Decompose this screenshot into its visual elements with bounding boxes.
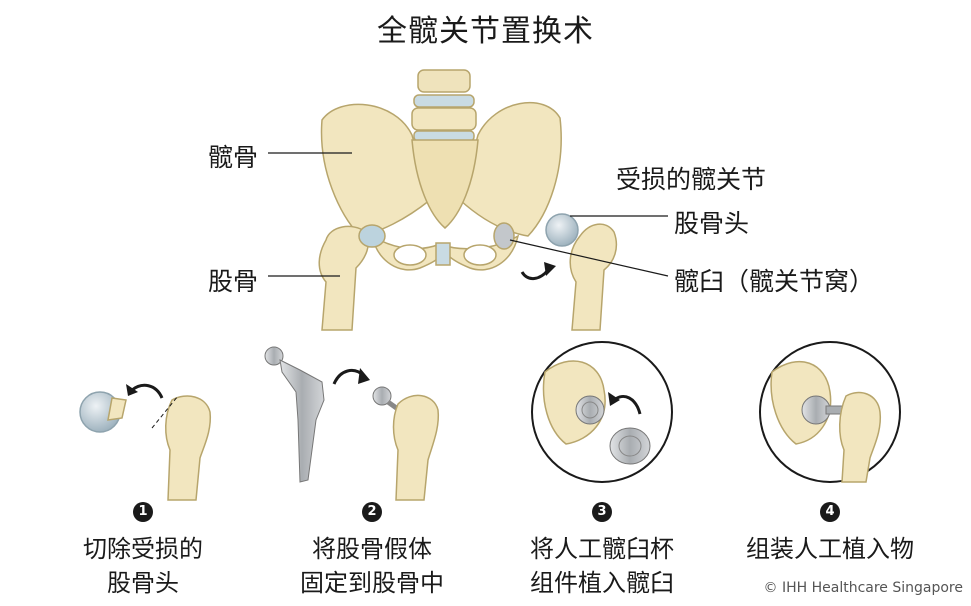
pelvis-illustration <box>318 69 618 331</box>
step1-badge: 1 <box>133 502 153 522</box>
label-acetabulum: 髋臼（髋关节窝） <box>674 267 875 296</box>
step2-line1: 将股骨假体 <box>312 535 432 563</box>
curved-arrow-icon <box>520 269 550 280</box>
step4-caption: 组装人工植入物 <box>730 532 930 566</box>
leader-lines <box>268 152 669 277</box>
step3-caption: 将人工髋臼杯 组件植入髋臼 <box>502 532 702 600</box>
page-title: 全髋关节置换术 <box>377 14 594 49</box>
step4-illustration <box>759 341 901 483</box>
label-femur: 股骨 <box>208 267 259 296</box>
step1-line2: 股骨头 <box>107 569 179 597</box>
step4-line1: 组装人工植入物 <box>746 535 914 563</box>
copyright-notice: © IHH Healthcare Singapore <box>763 580 963 596</box>
step1-caption: 切除受损的 股骨头 <box>43 532 243 600</box>
step3-illustration <box>531 341 673 483</box>
step2-illustration <box>264 346 440 501</box>
step2-caption: 将股骨假体 固定到股骨中 <box>272 532 472 600</box>
step2-line2: 固定到股骨中 <box>300 569 444 597</box>
label-damaged-joint: 受损的髋关节 <box>616 165 767 194</box>
label-ilium: 髋骨 <box>208 143 259 172</box>
step1-illustration <box>79 391 212 501</box>
step2-badge: 2 <box>362 502 382 522</box>
step3-line1: 将人工髋臼杯 <box>530 535 674 563</box>
step3-badge: 3 <box>592 502 612 522</box>
step1-line1: 切除受损的 <box>83 535 203 563</box>
step4-badge: 4 <box>820 502 840 522</box>
label-femoral-head: 股骨头 <box>674 209 750 238</box>
curved-arrow-icon <box>131 383 164 399</box>
step3-line2: 组件植入髋臼 <box>530 569 674 597</box>
